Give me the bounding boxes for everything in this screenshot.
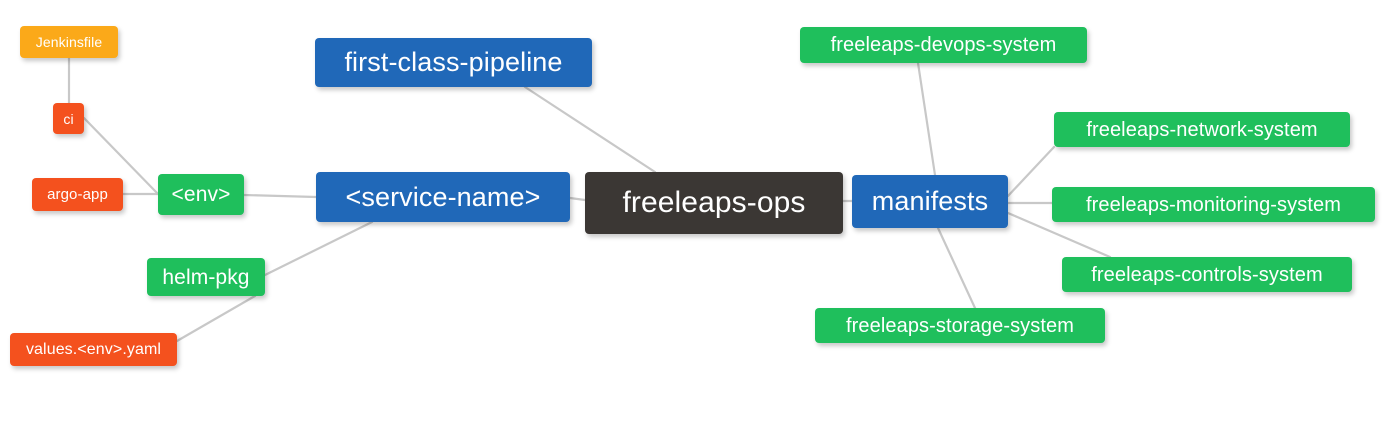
node-service-name-label: <service-name> [345, 181, 541, 212]
edge-manifests-storagesystem [936, 226, 977, 310]
node-freeleaps-monitoring-system-label: freeleaps-monitoring-system [1085, 193, 1341, 216]
node-first-class-pipeline[interactable]: first-class-pipeline [315, 38, 592, 87]
node-freeleaps-controls-system[interactable]: freeleaps-controls-system [1062, 257, 1352, 292]
node-freeleaps-storage-system[interactable]: freeleaps-storage-system [815, 308, 1105, 343]
edge-firstclasspipeline-root [523, 85, 657, 174]
node-freeleaps-controls-system-label: freeleaps-controls-system [1091, 263, 1323, 286]
node-manifests-label: manifests [871, 186, 989, 216]
node-freeleaps-network-system[interactable]: freeleaps-network-system [1054, 112, 1350, 147]
node-manifests[interactable]: manifests [852, 175, 1008, 228]
node-service-name[interactable]: <service-name> [316, 172, 570, 222]
node-helm-pkg[interactable]: helm-pkg [147, 258, 265, 296]
node-argo-app[interactable]: argo-app [32, 178, 123, 211]
node-freeleaps-devops-system[interactable]: freeleaps-devops-system [800, 27, 1087, 63]
node-first-class-pipeline-label: first-class-pipeline [344, 47, 563, 77]
node-ci-label: ci [63, 110, 74, 127]
edge-manifests-networksystem [1006, 145, 1056, 198]
edge-env-servicename [242, 193, 318, 199]
node-values-yaml-label: values.<env>.yaml [25, 340, 162, 358]
node-jenkinsfile-label: Jenkinsfile [35, 34, 103, 50]
node-values-yaml[interactable]: values.<env>.yaml [10, 333, 177, 366]
node-freeleaps-monitoring-system[interactable]: freeleaps-monitoring-system [1052, 187, 1375, 222]
node-freeleaps-devops-system-label: freeleaps-devops-system [830, 34, 1057, 56]
node-env[interactable]: <env> [158, 174, 244, 215]
edge-helmpkg-servicename [263, 220, 374, 277]
node-freeleaps-network-system-label: freeleaps-network-system [1086, 118, 1318, 141]
node-ci[interactable]: ci [53, 103, 84, 134]
node-freeleaps-ops-root[interactable]: freeleaps-ops [585, 172, 843, 234]
node-jenkinsfile[interactable]: Jenkinsfile [20, 26, 118, 58]
node-env-label: <env> [171, 183, 231, 206]
node-helm-pkg-label: helm-pkg [162, 265, 250, 289]
node-argo-app-label: argo-app [47, 186, 108, 203]
edge-manifests-devopssystem [916, 61, 937, 177]
edge-valuesyaml-helmpkg [175, 294, 257, 343]
edge-servicename-root [568, 196, 587, 202]
node-freeleaps-storage-system-label: freeleaps-storage-system [845, 314, 1075, 337]
node-freeleaps-ops-label: freeleaps-ops [622, 186, 806, 219]
